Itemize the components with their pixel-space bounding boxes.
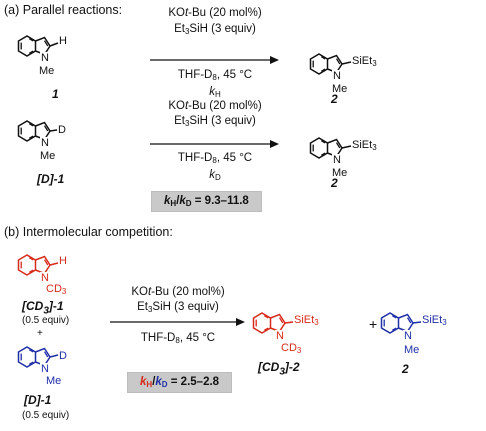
- product-2-a2-me-label: Me: [332, 167, 348, 179]
- product-2-a1-siet3: SiEt3: [352, 55, 377, 68]
- indole-d-structure-b: [17, 346, 59, 374]
- compound-d1-b-label: [D]-1: [24, 393, 52, 407]
- compound-1-label: 1: [52, 87, 59, 101]
- reaction-arrow-3-head: [236, 318, 245, 326]
- product-2-structure-a2: [309, 137, 352, 165]
- compound-2-label-a2: 2: [331, 176, 338, 190]
- compound-2-label-a1: 2: [331, 92, 338, 106]
- section-a-title: (a) Parallel reactions:: [4, 3, 123, 17]
- substrate-1-n-label: N: [40, 52, 50, 64]
- substrate-d-b-equiv: (0.5 equiv): [22, 410, 70, 421]
- substrate-1-h-label: H: [59, 35, 67, 47]
- plus-sign-substrates: +: [37, 328, 43, 339]
- reaction-arrow-2-head: [270, 140, 279, 148]
- product-2-a1-n-label: N: [332, 70, 342, 82]
- plus-sign-products: +: [369, 316, 378, 332]
- product-2-b-siet3: SiEt3: [422, 314, 447, 327]
- product-2-b-me-label: Me: [404, 344, 420, 356]
- compound-cd3-2-label: [CD3]-2: [258, 360, 300, 378]
- compound-d1-label: [D]-1: [37, 172, 65, 186]
- indole-d1-structure: [17, 120, 58, 148]
- product-cd3-2-siet3: SiEt3: [294, 314, 319, 327]
- product-2-a2-n-label: N: [332, 154, 342, 166]
- kie-ratio-b: kH/kD = 2.5–2.8: [127, 372, 233, 393]
- substrate-cd3-cd3-label: CD3: [46, 283, 67, 296]
- product-2-b-n-label: N: [403, 330, 413, 342]
- indole-cd3-structure: [17, 254, 59, 282]
- substrate-d1-n-label: N: [40, 137, 50, 149]
- conditions-2-silane: Et3SiH (3 equiv): [174, 115, 256, 128]
- conditions-1-temp: THF-D8, 45 °C: [177, 69, 253, 82]
- conditions-1-silane: Et3SiH (3 equiv): [174, 23, 256, 36]
- substrate-d-b-me-label: Me: [46, 375, 62, 387]
- conditions-2-rate: kD: [209, 169, 221, 182]
- conditions-1-rate: kH: [209, 86, 221, 99]
- product-2-structure-a1: [309, 53, 352, 81]
- kie-ratio-a: kH/kD = 9.3–11.8: [151, 191, 262, 212]
- conditions-2-temp: THF-D8, 45 °C: [177, 152, 253, 165]
- substrate-cd3-equiv: (0.5 equiv): [22, 315, 70, 326]
- substrate-cd3-h-label: H: [59, 255, 67, 267]
- compound-2-b-label: 2: [402, 362, 409, 376]
- conditions-b-reagent: KOt-Bu (20 mol%): [131, 286, 225, 298]
- product-2-a2-siet3: SiEt3: [352, 139, 377, 152]
- substrate-d1-d-label: D: [58, 124, 66, 136]
- product-cd3-2-cd3-label: CD3: [281, 342, 302, 355]
- conditions-b-temp: THF-D8, 45 °C: [140, 332, 216, 345]
- substrate-d-b-d-label: D: [59, 350, 67, 362]
- substrate-d-b-n-label: N: [40, 363, 50, 375]
- substrate-cd3-n-label: N: [40, 272, 50, 284]
- product-cd3-2-structure: [252, 312, 294, 340]
- section-b-title: (b) Intermolecular competition:: [4, 225, 173, 239]
- substrate-d1-me-label: Me: [40, 150, 56, 162]
- product-cd3-2-n-label: N: [275, 330, 285, 342]
- compound-cd3-1-label: [CD3]-1: [22, 299, 64, 317]
- indole-1-structure: [17, 35, 59, 63]
- reaction-arrow-1-head: [270, 56, 279, 64]
- product-2-a1-me-label: Me: [332, 83, 348, 95]
- product-2-structure-b: [380, 312, 422, 340]
- conditions-b-silane: Et3SiH (3 equiv): [137, 301, 219, 314]
- conditions-1-reagent: KOt-Bu (20 mol%): [168, 7, 262, 19]
- conditions-2-reagent: KOt-Bu (20 mol%): [168, 100, 262, 112]
- substrate-1-me-label: Me: [39, 65, 55, 77]
